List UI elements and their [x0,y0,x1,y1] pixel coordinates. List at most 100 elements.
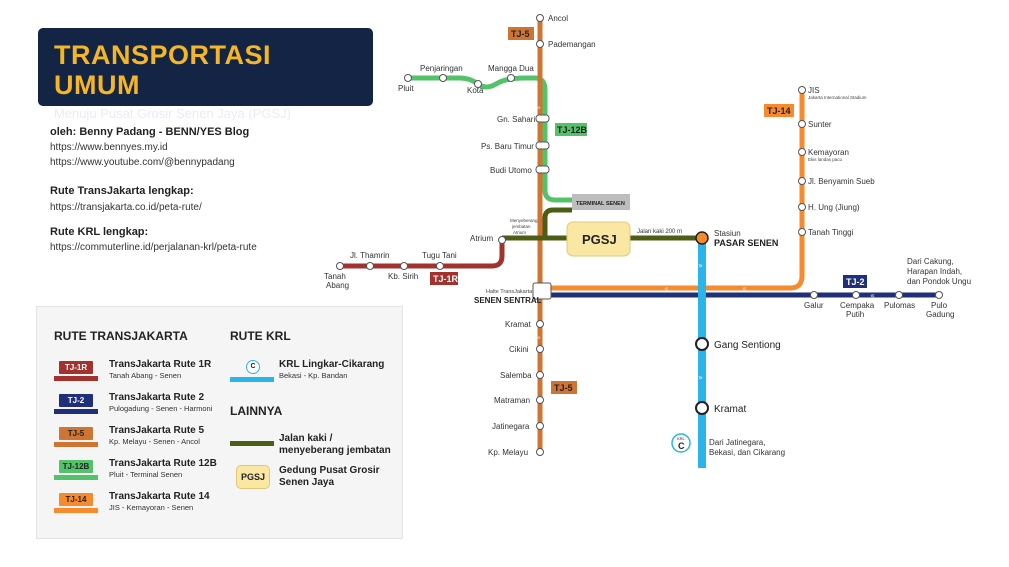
legend-tj-heading: RUTE TRANSJAKARTA [54,329,188,343]
stop-marker [536,320,544,328]
stop-sunter: Sunter [808,120,832,129]
tj5-direction-icon: » [536,333,541,342]
legend-name-tj14: TransJakarta Rute 14 [109,491,210,502]
stop-kemayoran-sub: Ekis landas pacu [808,157,843,162]
title-box: TRANSPORTASI UMUM Menuju Pusat Grosir Se… [38,28,373,121]
legend-pgsj-label2: Senen Jaya [279,477,335,488]
stop-marker [798,148,806,156]
legend-line-tj12b [54,475,98,480]
walk-distance: Jalan kaki 200 m [637,229,682,235]
stop-marker [535,114,550,123]
legend-pgsj-label1: Gedung Pusat Grosir [279,465,380,476]
tj14-badge-label: TJ-14 [767,106,791,116]
station-gang-sentiong [695,337,709,351]
page-title: TRANSPORTASI UMUM [54,40,272,100]
stop-cempaka-2: Putih [846,310,864,319]
tj12b-line [408,75,572,203]
stop-marker [439,74,447,82]
stop-marker [536,448,544,456]
stop-marker [895,291,903,299]
senen-sentral-label: SENEN SENTRAL [474,296,542,305]
walk-path [502,207,702,241]
krl-c-icon-letter: C [678,441,685,451]
walk-note-2: jembatan [511,224,531,229]
stop-marker [336,262,344,270]
tj-link[interactable]: https://transjakarta.co.id/peta-rute/ [50,202,202,213]
tj-heading: Rute TransJakarta lengkap: [50,185,194,197]
stop-marker [935,291,943,299]
youtube-link[interactable]: https://www.youtube.com/@bennypadang [50,157,235,168]
stop-kp-melayu: Kp. Melayu [488,448,528,457]
stop-marker [474,80,482,88]
krl-direction-icon: » [698,261,703,270]
website-link[interactable]: https://www.bennyes.my.id [50,142,168,153]
stop-salemba: Salemba [500,371,532,380]
page-subtitle: Menuju Pusat Grosir Senen Jaya (PGSJ) [54,106,291,121]
tj5-direction-icon: » [536,103,541,112]
legend-desc-tj12b: Pluit - Terminal Senen [109,470,183,479]
krl-link[interactable]: https://commuterline.id/perjalanan-krl/p… [50,242,257,253]
legend-krl-heading: RUTE KRL [230,329,291,343]
tj2-direction-icon: « [870,291,875,300]
tj2-note-1: Dari Cakung, [907,257,954,266]
tj5-badge-label: TJ-5 [554,383,573,393]
stop-marker [436,262,444,270]
stop-jl-thamrin: Jl. Thamrin [350,251,389,260]
legend-line-tj5 [54,442,98,447]
station-kramat-label: Kramat [714,404,746,415]
legend-name-krl: KRL Lingkar-Cikarang [279,359,385,370]
legend-pgsj-badge: PGSJ [236,465,270,489]
stop-marker [536,40,544,48]
stop-penjaringan: Penjaringan [420,64,463,73]
tj1r-line [340,240,505,269]
legend-desc-tj1r: Tanah Abang - Senen [109,371,182,380]
pasar-senen-label: PASAR SENEN [714,238,778,248]
pgsj-building [566,221,631,257]
stop-benyamin-sueb: Jl. Benyamin Sueb [808,177,875,186]
stop-marker [536,371,544,379]
tj5-badge [508,27,534,40]
stop-marker [507,74,515,82]
stop-pluit: Pluit [398,84,414,93]
stop-ancol: Ancol [548,14,568,23]
terminal-senen [572,194,630,210]
tj2-badge [843,275,867,288]
stop-jatinegara: Jatinegara [492,422,530,431]
stop-marker [798,177,806,185]
legend-badge-tj2: TJ-2 [59,394,93,407]
senen-sentral-halte [532,282,552,300]
halte-label: Halte TransJakarta [486,289,533,295]
walk-note-3: Atrium [513,230,526,235]
legend-panel: RUTE TRANSJAKARTA RUTE KRL LAINNYA TJ-1R… [36,306,403,539]
legend-desc-tj14: JIS - Kemayoran - Senen [109,503,194,512]
krl-c-icon-top: KRL [677,436,686,441]
legend-badge-tj5: TJ-5 [59,427,93,440]
station-gang-sentiong-label: Gang Sentiong [714,340,781,351]
legend-walk-label1: Jalan kaki / [279,433,333,444]
krl-heading: Rute KRL lengkap: [50,226,149,238]
stop-tanah-abang-2: Abang [326,281,349,290]
author-credit: oleh: Benny Padang - BENN/YES Blog [50,126,250,138]
stop-cempaka-1: Cempaka [840,301,875,310]
stop-marker [798,203,806,211]
legend-walk-label2: menyeberang jembatan [279,445,391,456]
stop-marker [498,236,506,244]
legend-badge-tj14: TJ-14 [59,493,93,506]
stop-marker [798,120,806,128]
tj1r-badge [430,272,458,285]
stop-marker [366,262,374,270]
stop-kota: Kota [467,86,484,95]
stop-tanah-abang-1: Tanah [324,272,346,281]
krl-note-1: Dari Jatinegara, [709,438,765,447]
legend-line-tj2 [54,409,98,414]
stop-galur: Galur [804,301,824,310]
krl-c-icon: C [246,360,260,374]
stop-marker [536,14,544,22]
stop-cikini: Cikini [509,345,529,354]
stop-gn-sahari: Gn. Sahari [497,115,535,124]
stop-pulo-1: Pulo [931,301,948,310]
stop-jis: JIS [808,86,820,95]
krl-c-icon [671,433,691,453]
stop-marker [535,141,550,150]
